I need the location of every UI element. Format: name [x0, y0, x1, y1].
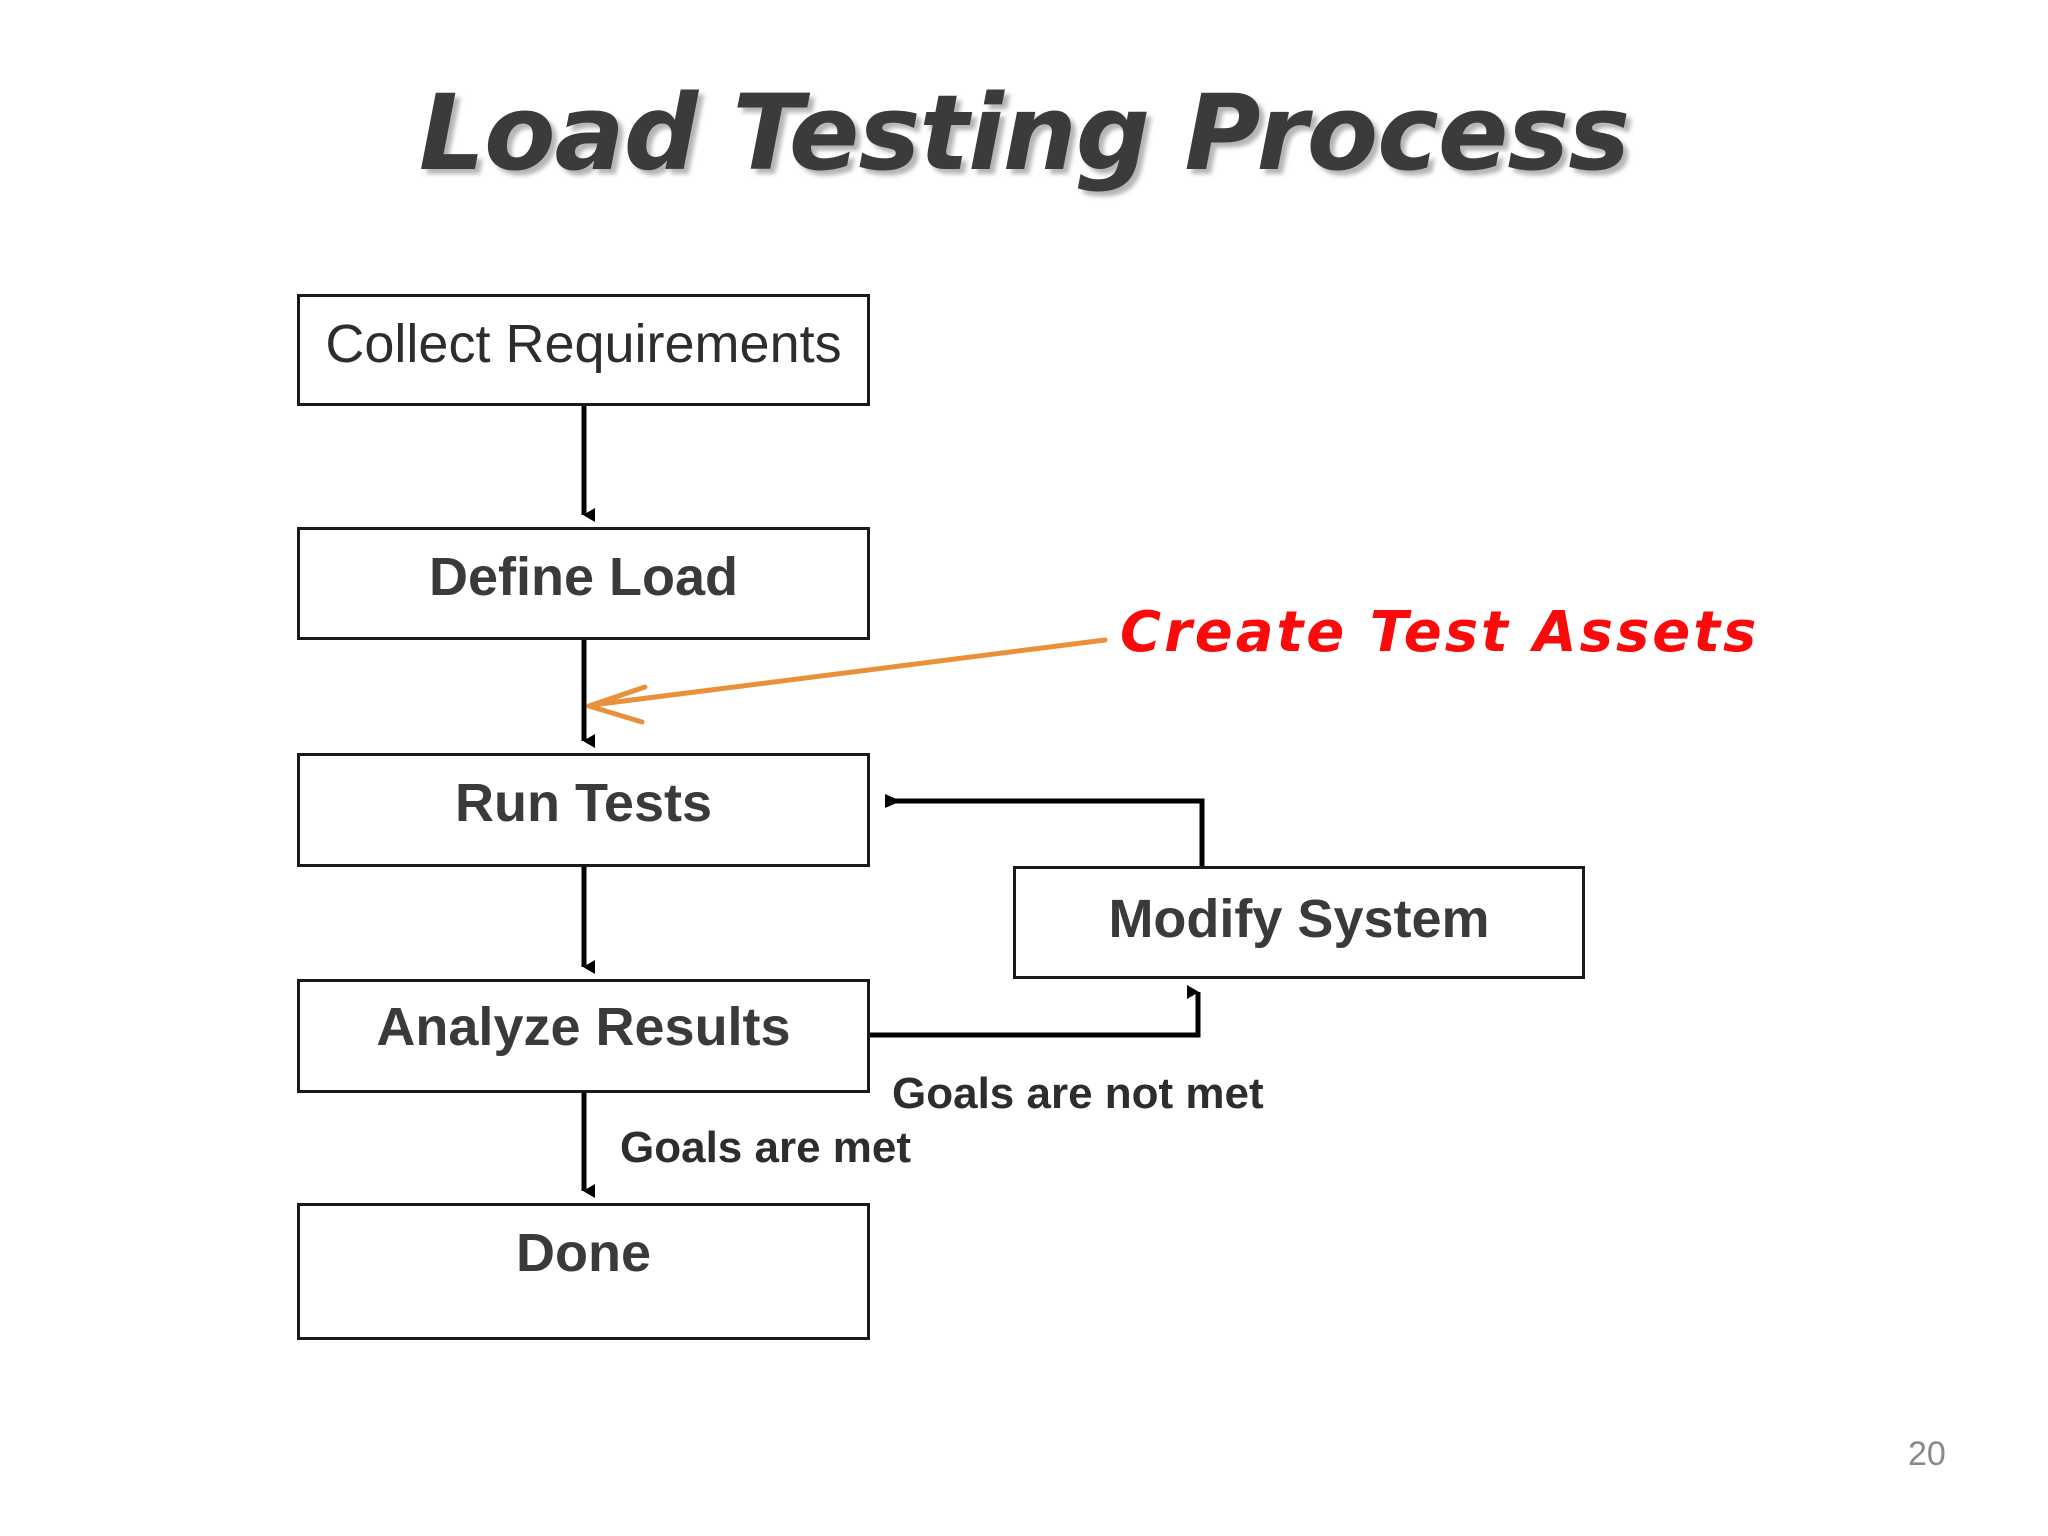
process-box-done[interactable]: Done [297, 1203, 870, 1340]
process-box-label: Collect Requirements [325, 314, 842, 374]
process-box-label: Run Tests [454, 773, 713, 833]
process-box-label: Done [516, 1222, 651, 1283]
process-box-label: Modify System [1108, 888, 1490, 949]
process-box-label: Define Load [428, 546, 739, 607]
process-box-modify-system[interactable]: Modify System [1013, 866, 1585, 979]
annotation-create-test-assets: Create Test Assets [1120, 600, 1760, 665]
process-box-label: Analyze Results [376, 997, 791, 1057]
edge-label-goals-are-met: Goals are met [620, 1123, 912, 1172]
annotation-arrow-icon [586, 637, 1108, 725]
process-box-define-load[interactable]: Define Load [297, 527, 870, 640]
process-box-collect-requirements[interactable]: Collect Requirements [297, 294, 870, 406]
page-number: 20 [1908, 1435, 1946, 1473]
process-box-run-tests[interactable]: Run Tests [297, 753, 870, 867]
process-box-analyze-results[interactable]: Analyze Results [297, 979, 870, 1093]
edge-label-goals-are-not-met: Goals are not met [892, 1069, 1264, 1118]
connector-analyze-to-modify [870, 985, 1201, 1038]
page-title: Load Testing Process [418, 72, 1630, 194]
connector-modify-to-run [885, 794, 1205, 866]
